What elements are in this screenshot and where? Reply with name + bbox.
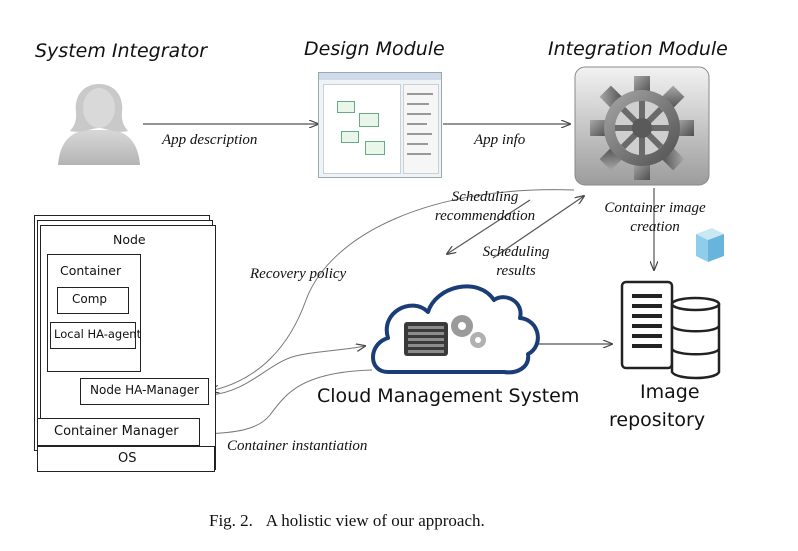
local-ha-agent-box: Local HA-agent bbox=[50, 322, 141, 349]
container-instantiation-label: Container instantiation bbox=[227, 438, 368, 454]
scheduling-recommendation-arrow bbox=[447, 199, 531, 254]
integration-module-title: Integration Module bbox=[548, 38, 728, 60]
container-manager-box: Container Manager bbox=[37, 418, 200, 446]
node-ha-manager-box: Node HA-Manager bbox=[80, 378, 209, 405]
comp-box: Comp bbox=[57, 287, 129, 314]
recovery-policy-label: Recovery policy bbox=[250, 266, 347, 282]
app-info-label: App info bbox=[474, 132, 526, 148]
figure-caption-text: A holistic view of our approach. bbox=[265, 511, 485, 530]
scheduling-results-arrow bbox=[492, 196, 584, 259]
recovery-policy-curve bbox=[210, 189, 575, 391]
image-repository-label-line2: repository bbox=[609, 409, 706, 431]
node-ha-manager-label: Node HA-Manager bbox=[90, 383, 200, 397]
design-module-screenshot bbox=[318, 72, 442, 178]
figure-caption: Fig. 2. A holistic view of our approach. bbox=[209, 511, 485, 531]
container-instantiation-curve bbox=[203, 369, 373, 434]
local-ha-agent-label: Local HA-agent bbox=[54, 327, 142, 341]
scheduling-results-label: Scheduling results bbox=[482, 244, 550, 279]
os-box: OS bbox=[37, 446, 215, 472]
node-label: Node bbox=[113, 232, 146, 247]
image-repository-label-line1: Image bbox=[640, 381, 700, 403]
container-label: Container bbox=[60, 263, 122, 278]
app-description-label: App description bbox=[162, 132, 258, 148]
figure-number: Fig. 2. bbox=[209, 511, 253, 530]
container-manager-label: Container Manager bbox=[54, 424, 179, 439]
design-module-title: Design Module bbox=[304, 38, 445, 60]
container-image-creation-label: Container image creation bbox=[604, 200, 706, 235]
system-integrator-title: System Integrator bbox=[35, 40, 208, 62]
ha-manager-cloud-curve bbox=[209, 346, 365, 396]
cloud-management-system-label: Cloud Management System bbox=[317, 385, 580, 407]
os-label: OS bbox=[118, 451, 137, 466]
comp-label: Comp bbox=[72, 292, 108, 306]
scheduling-recommendation-label: Scheduling recommendation bbox=[434, 189, 536, 224]
